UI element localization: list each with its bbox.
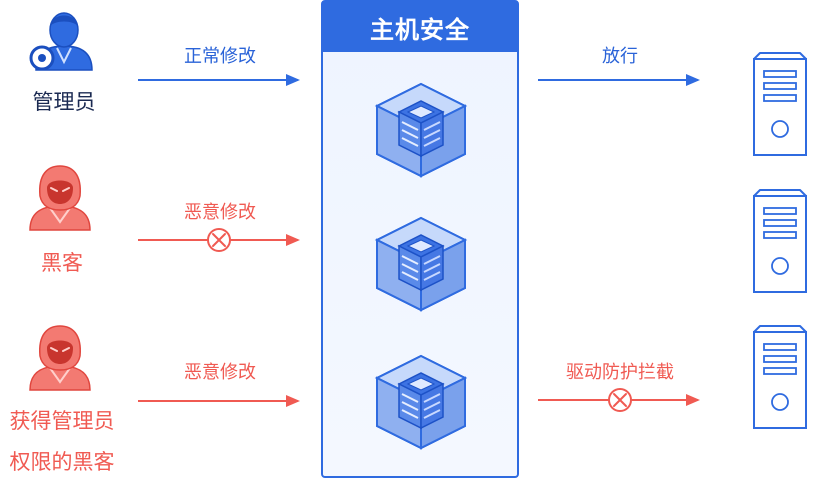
actor-hacker-label: 黑客 — [41, 251, 83, 275]
arrow-label-allow: 放行 — [602, 46, 638, 67]
block-circle-icon — [207, 228, 231, 252]
admin-person-icon — [29, 12, 93, 71]
arrow-label-driver-block: 驱动防护拦截 — [566, 362, 674, 383]
server-cube-icon — [376, 217, 466, 311]
server-tower-icon — [753, 52, 807, 156]
actor-admin-label: 管理员 — [32, 90, 96, 114]
arrow-label-normal-change: 正常修改 — [184, 46, 256, 67]
block-circle-icon — [608, 388, 632, 412]
panel-cubes — [376, 83, 466, 449]
arrow-label-malicious-change-1: 恶意修改 — [184, 202, 256, 223]
hacker-icon — [29, 165, 91, 231]
hacker-icon — [29, 325, 91, 391]
server-cube-icon — [376, 355, 466, 449]
panel-title: 主机安全 — [323, 2, 517, 52]
arrow-label-malicious-change-2: 恶意修改 — [184, 362, 256, 383]
server-tower-icon — [753, 325, 807, 429]
actor-privileged-hacker-label-line1: 获得管理员 — [9, 409, 115, 433]
actor-privileged-hacker-label-line2: 权限的黑客 — [9, 450, 115, 474]
server-cube-icon — [376, 83, 466, 177]
host-security-panel: 主机安全 — [321, 0, 519, 478]
server-tower-icon — [753, 189, 807, 293]
